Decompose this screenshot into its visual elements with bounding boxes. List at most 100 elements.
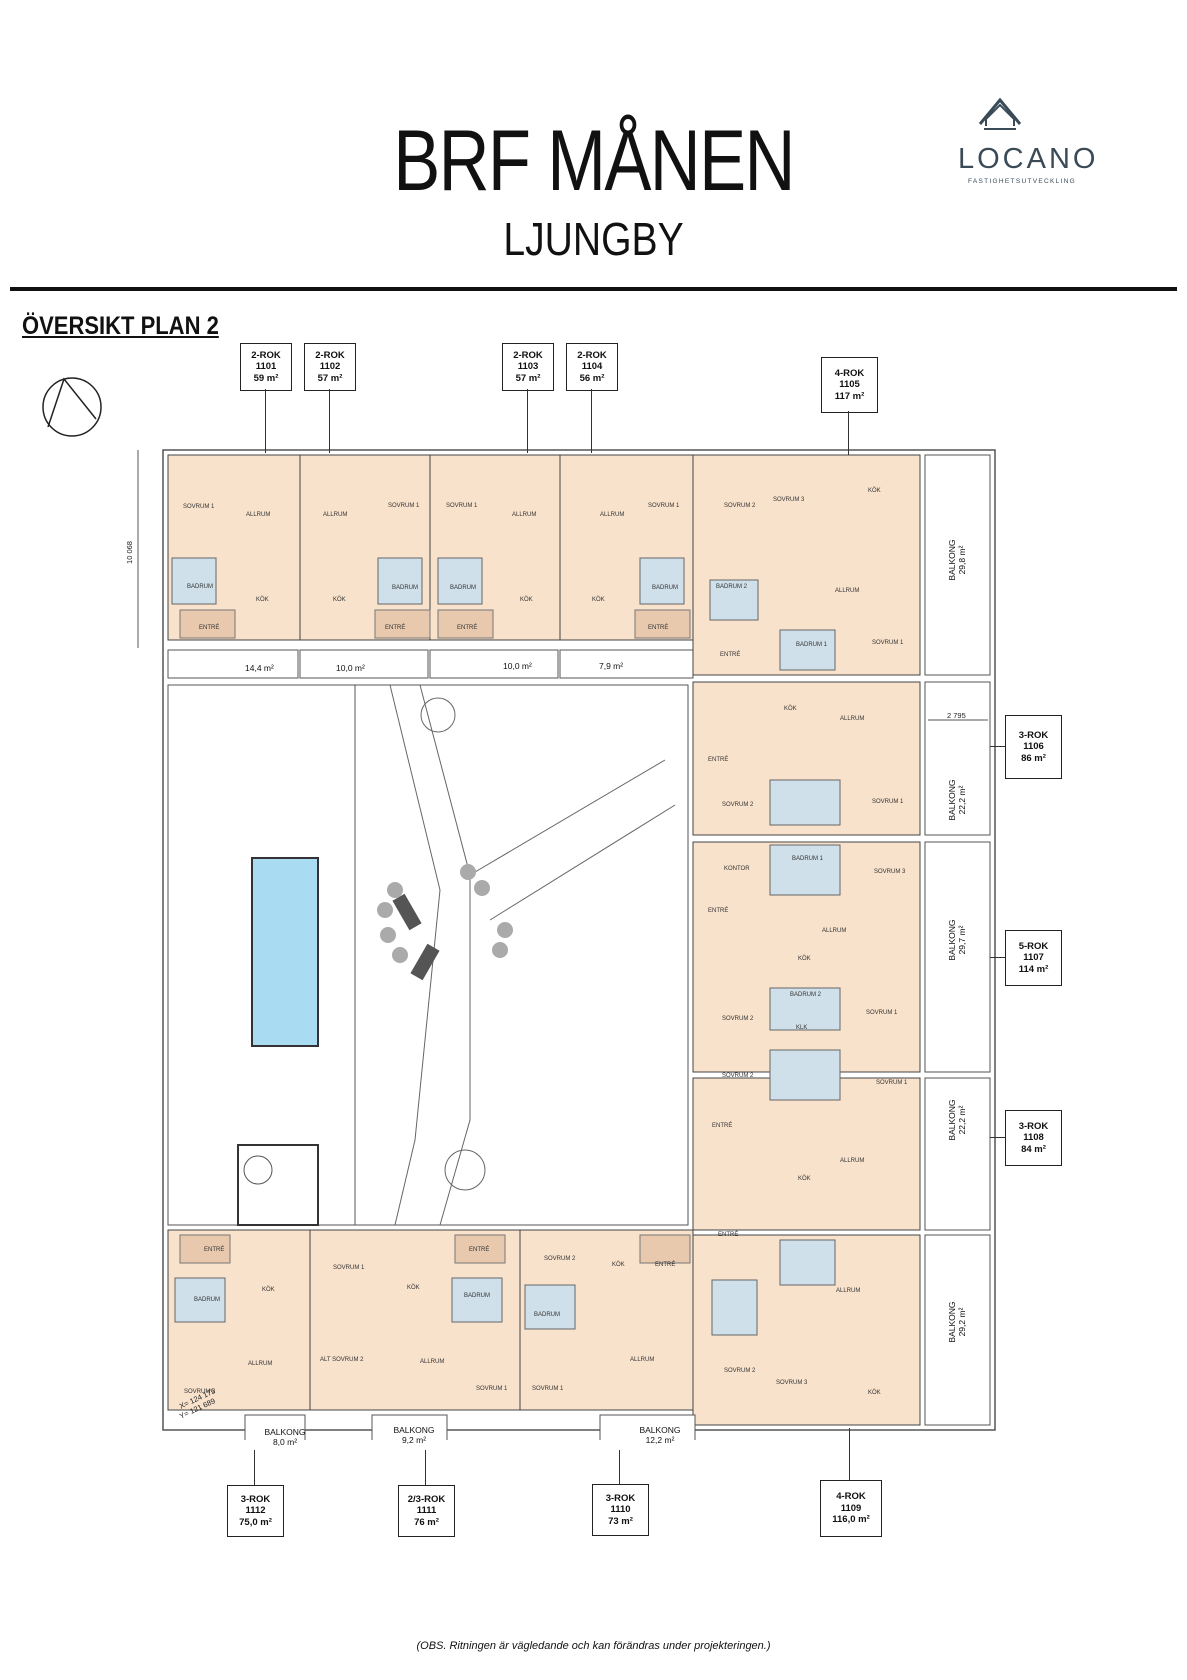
room-label: SOVRUM 1 (648, 503, 680, 509)
balcony-area: 7,9 m² (599, 661, 624, 671)
room-label: ENTRÉ (708, 757, 729, 763)
leader-line (990, 746, 1005, 747)
room-label: SOVRUM 1 (866, 1010, 898, 1016)
room-label: ALT SOVRUM 2 (320, 1357, 364, 1363)
leader-line (591, 389, 592, 453)
leader-line (527, 389, 528, 453)
room-label: ENTRÉ (385, 625, 406, 631)
room-label: KÖK (612, 1262, 625, 1268)
room-label: ALLRUM (840, 716, 865, 722)
floor-plan (137, 449, 996, 1440)
apartment-label-1111: 2/3-ROK 1111 76 m² (398, 1485, 455, 1537)
room-label: ALLRUM (600, 512, 625, 518)
room-label: KÖK (592, 597, 605, 603)
apartment-label-1105: 4-ROK 1105 117 m² (821, 357, 878, 413)
room-label: SOVRUM 3 (776, 1380, 808, 1386)
room-label: SOVRUM 2 (722, 802, 754, 808)
room-label: ENTRÉ (648, 625, 669, 631)
room-label: ALLRUM (323, 512, 348, 518)
room-label: ENTRÉ (712, 1123, 733, 1129)
logo-name: LOCANO (958, 143, 1099, 175)
room-label: SOVRUM 1 (872, 640, 904, 646)
page-subtitle: LJUNGBY (503, 213, 684, 265)
room-label: ENTRÉ (204, 1247, 225, 1253)
apartment-label-1101: 2-ROK 1101 59 m² (240, 343, 292, 391)
room-label: KÖK (407, 1285, 420, 1291)
room-label: KONTOR (724, 866, 750, 872)
room-label: ENTRÉ (457, 625, 478, 631)
dimension-right: 2 795 (947, 711, 966, 720)
room-label: KÖK (256, 597, 269, 603)
leader-line (619, 1450, 620, 1484)
room-label: BADRUM 1 (792, 856, 824, 862)
room-label: ALLRUM (840, 1158, 865, 1164)
room-label: SOVRUM 1 (183, 504, 215, 510)
room-label: SOVRUM 1 (532, 1386, 564, 1392)
room-label: SOVRUM 2 (724, 503, 756, 509)
room-label: KÖK (798, 956, 811, 962)
room-label: ALLRUM (246, 512, 271, 518)
room-label: SOVRUM 1 (333, 1265, 365, 1271)
room-label: SOVRUM 2 (544, 1256, 576, 1262)
leader-line (265, 389, 266, 453)
room-label: SOVRUM 1 (446, 503, 478, 509)
room-label: ALLRUM (822, 928, 847, 934)
apartment-label-1112: 3-ROK 1112 75,0 m² (227, 1485, 284, 1537)
room-label: ALLRUM (630, 1357, 655, 1363)
logo (950, 92, 1050, 192)
room-label: BADRUM (450, 585, 477, 591)
room-label: KÖK (784, 706, 797, 712)
disclaimer-note: (OBS. Ritningen är vägledande och kan fö… (416, 1640, 771, 1652)
room-label: KÖK (520, 597, 533, 603)
apartment-label-1104: 2-ROK 1104 56 m² (566, 343, 618, 391)
room-label: ALLRUM (512, 512, 537, 518)
apartment-label-1103: 2-ROK 1103 57 m² (502, 343, 554, 391)
apartment-label-1106: 3-ROK 1106 86 m² (1005, 715, 1062, 779)
room-label: BADRUM 2 (790, 992, 822, 998)
room-label: KÖK (262, 1287, 275, 1293)
leader-line (990, 957, 1005, 958)
leader-line (990, 1137, 1005, 1138)
header-divider (10, 287, 1177, 291)
logo-tagline: FASTIGHETSUTVECKLING (968, 178, 1076, 185)
room-label: ALLRUM (248, 1361, 273, 1367)
room-label: SOVRUM 2 (722, 1073, 754, 1079)
page-title: BRF MÅNEN (393, 113, 795, 209)
leader-line (849, 1428, 850, 1480)
apartment-label-1109: 4-ROK 1109 116,0 m² (820, 1480, 882, 1537)
dimension-left: 10 068 (124, 541, 134, 564)
room-label: BADRUM (392, 585, 419, 591)
room-label: BADRUM (534, 1312, 561, 1318)
leader-line (254, 1450, 255, 1485)
balcony-area: 10,0 m² (503, 661, 532, 671)
room-label: BADRUM (194, 1297, 221, 1303)
leader-line (425, 1450, 426, 1485)
room-label: SOVRUM 1 (476, 1386, 508, 1392)
room-label: KLK (796, 1025, 808, 1031)
room-label: SOVRUM 2 (184, 1389, 216, 1395)
apartment-label-1102: 2-ROK 1102 57 m² (304, 343, 356, 391)
room-label: ENTRÉ (655, 1262, 676, 1268)
room-label: SOVRUM 2 (724, 1368, 756, 1374)
room-label: BADRUM (652, 585, 679, 591)
room-label: ENTRÉ (718, 1232, 739, 1238)
north-arrow-icon (42, 377, 102, 437)
plan-heading: ÖVERSIKT PLAN 2 (22, 312, 219, 340)
room-label: SOVRUM 1 (876, 1080, 908, 1086)
room-label: ENTRÉ (469, 1247, 490, 1253)
leader-line (329, 389, 330, 453)
room-label: BADRUM (187, 584, 214, 590)
apartment-label-1108: 3-ROK 1108 84 m² (1005, 1110, 1062, 1166)
room-label: SOVRUM 2 (722, 1016, 754, 1022)
room-label: KÖK (868, 1390, 881, 1396)
room-label: SOVRUM 3 (773, 497, 805, 503)
room-label: ENTRÉ (720, 652, 741, 658)
balcony-area: 10,0 m² (336, 663, 365, 673)
